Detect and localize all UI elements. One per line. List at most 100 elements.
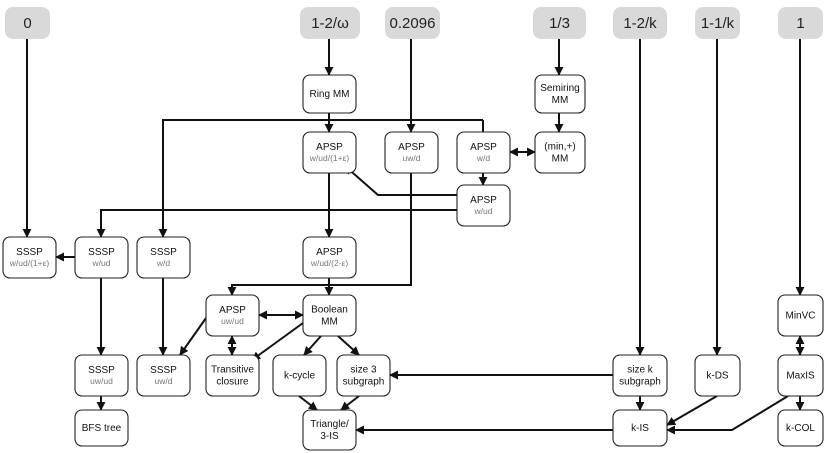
- node-box: [205, 354, 260, 397]
- header-h2: 0.2096: [385, 7, 440, 39]
- node-box: [612, 354, 668, 397]
- node-label: subgraph: [619, 377, 661, 388]
- node-box: [456, 131, 511, 174]
- header-h5: 1-1/k: [695, 7, 740, 39]
- node-sublabel: w/ud/(1+ε): [309, 153, 350, 163]
- node-label: MinVC: [785, 311, 815, 322]
- node-minvc: MinVC: [777, 294, 824, 337]
- node-label: size k: [627, 365, 654, 376]
- edge-16: [227, 173, 412, 296]
- node-label: APSP: [219, 305, 246, 316]
- node-label: SSSP: [16, 247, 43, 258]
- node-label: APSP: [398, 142, 425, 153]
- node-sublabel: uw/d: [155, 376, 173, 386]
- node-kcol: k-COL: [777, 409, 824, 447]
- node-bfstree: BFS tree: [74, 409, 129, 447]
- node-label: MM: [552, 95, 569, 106]
- header-label: 0: [23, 15, 31, 32]
- node-sublabel: w/ud/(2-ε): [310, 258, 348, 268]
- node-box: [2, 236, 57, 279]
- node-label: Boolean: [311, 305, 348, 316]
- node-box: [74, 409, 129, 447]
- node-label: Semiring: [540, 83, 579, 94]
- node-box: [74, 354, 129, 397]
- node-label: MaxIS: [786, 371, 815, 382]
- node-sublabel: uw/d: [403, 153, 421, 163]
- edge-10: [158, 119, 483, 238]
- node-sublabel: uw/ud: [90, 376, 113, 386]
- node-label: k-IS: [631, 423, 649, 434]
- node-box: [777, 354, 824, 397]
- header-h3: 1/3: [533, 7, 586, 39]
- edge-13: [344, 165, 457, 196]
- node-box: [534, 131, 586, 174]
- node-box: [302, 74, 357, 114]
- header-label: 1-2/ω: [311, 15, 349, 32]
- node-label: k-DS: [706, 371, 729, 382]
- header-label: 1-2/k: [623, 15, 657, 32]
- header-box: [695, 7, 740, 39]
- node-sublabel: uw/ud: [221, 316, 244, 326]
- node-kis: k-IS: [612, 409, 668, 447]
- node-sublabel: w/d: [156, 258, 171, 268]
- node-box: [612, 409, 668, 447]
- node-label: Triangle/: [310, 419, 349, 430]
- node-maxis: MaxIS: [777, 354, 824, 397]
- node-box: [302, 236, 357, 279]
- node-minplus: (min,+)MM: [534, 131, 586, 174]
- node-triangle: Triangle/3-IS: [302, 409, 357, 451]
- header-h1: 1-2/ω: [300, 7, 360, 39]
- header-box: [613, 7, 667, 39]
- node-box: [694, 354, 741, 397]
- edge-26: [337, 335, 360, 356]
- node-box: [272, 354, 327, 397]
- node-label: Transitive: [211, 365, 254, 376]
- header-box: [533, 7, 586, 39]
- node-label: (min,+): [544, 142, 575, 153]
- node-box: [205, 294, 260, 337]
- node-label: APSP: [316, 247, 343, 258]
- node-kds: k-DS: [694, 354, 741, 397]
- node-sublabel: w/ud: [474, 206, 493, 216]
- node-sublabel: w/ud/(1+ε): [9, 258, 50, 268]
- node-box: [136, 354, 191, 397]
- node-box: [302, 294, 357, 337]
- node-kcycle: k-cycle: [272, 354, 327, 397]
- node-label: subgraph: [343, 377, 385, 388]
- header-box: [385, 7, 440, 39]
- node-box: [777, 294, 824, 337]
- edges-layer: [22, 39, 805, 435]
- header-box: [300, 7, 360, 39]
- node-label: 3-IS: [320, 431, 339, 442]
- edge-35: [666, 395, 789, 435]
- header-label: 1: [796, 15, 804, 32]
- header-label: 1/3: [549, 15, 570, 32]
- node-label: Ring MM: [309, 89, 349, 100]
- headers-layer: 0 1-2/ω 0.2096 1/3 1-2/k 1-1/k 1: [5, 7, 823, 39]
- edge-30: [340, 395, 360, 411]
- node-label: BFS tree: [82, 423, 122, 434]
- node-box: [302, 131, 357, 174]
- node-box: [136, 236, 191, 279]
- node-label: closure: [216, 377, 249, 388]
- header-h6: 1: [778, 7, 823, 39]
- edge-33: [666, 395, 718, 426]
- node-sublabel: w/d: [476, 153, 491, 163]
- node-label: MM: [321, 317, 338, 328]
- edge-14: [96, 209, 457, 238]
- node-label: SSSP: [88, 247, 115, 258]
